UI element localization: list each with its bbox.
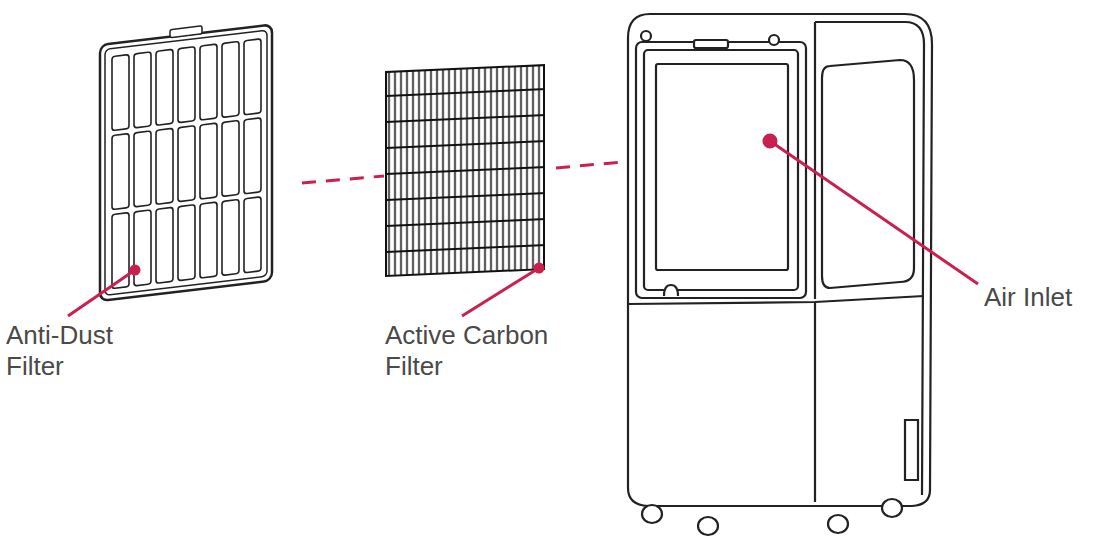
part-label: Anti-Dust Filter [6,320,166,382]
part-label: Active Carbon Filter [385,320,590,382]
carbon-filter [386,65,544,276]
dehumidifier-unit [628,14,932,535]
assembly-lines [302,162,622,183]
leader-lines [68,135,978,316]
part-label: Air Inlet [984,282,1100,313]
anti-dust-filter [100,17,272,301]
